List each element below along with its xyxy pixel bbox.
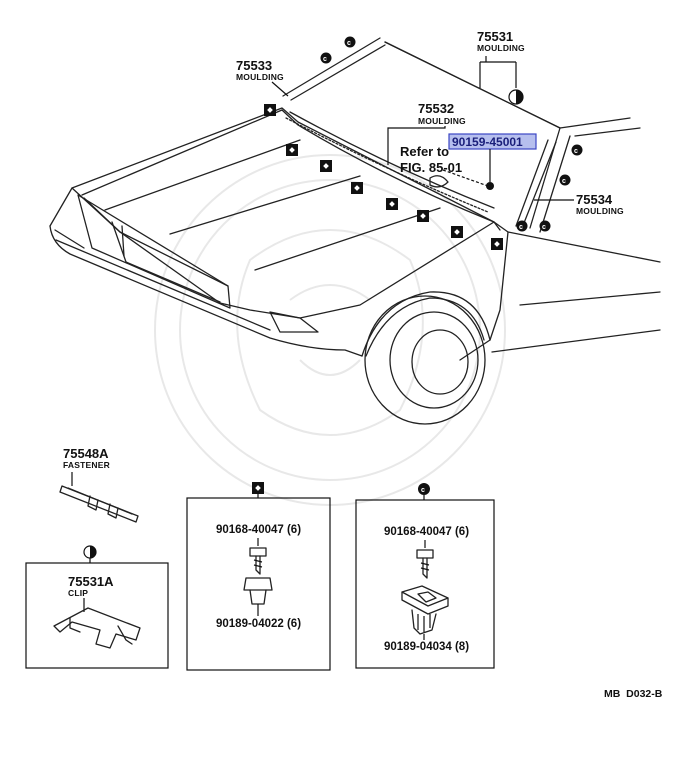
c-icon (418, 483, 430, 495)
nut-drawing (243, 577, 273, 616)
svg-text:c: c (519, 224, 523, 231)
clip-drawing (53, 598, 141, 649)
fastener-drawing (59, 472, 139, 523)
svg-text:c: c (323, 56, 327, 63)
box-c: c (355, 483, 495, 669)
part-name-75531a: CLIP (68, 588, 88, 598)
screw-drawing (249, 538, 267, 575)
callout-75532[interactable]: 75532 MOULDING (418, 101, 466, 126)
reference-line-2[interactable]: FIG. 85-01 (400, 160, 462, 175)
box-diamond (186, 482, 331, 671)
part-number-75532[interactable]: 75532 (418, 101, 454, 116)
callout-75533[interactable]: 75533 MOULDING (236, 58, 284, 82)
leader-75531 (479, 56, 517, 88)
highlighted-part-90159-45001[interactable]: 90159-45001 (448, 133, 537, 150)
part-number-75531a[interactable]: 75531A (68, 574, 114, 589)
callout-75548a[interactable]: 75548A FASTENER (63, 446, 110, 470)
svg-text:c: c (347, 40, 351, 47)
part-name-75533: MOULDING (236, 72, 284, 82)
svg-text:c: c (574, 148, 578, 155)
part-name-75531: MOULDING (477, 43, 525, 53)
part-number-75548a[interactable]: 75548A (63, 446, 109, 461)
marker-half-circle-icon (508, 89, 524, 105)
part-name-75534: MOULDING (576, 206, 624, 216)
box-diamond-screw-label[interactable]: 90168-40047 (6) (216, 524, 301, 536)
screw-drawing-c (416, 540, 434, 579)
watermark-logo (154, 154, 506, 506)
svg-text:c: c (421, 487, 425, 494)
marker-c-icon: c c c c c c (320, 36, 583, 232)
box-c-screw-label[interactable]: 90168-40047 (6) (384, 526, 469, 538)
car-body-drawing (49, 37, 661, 425)
part-name-75548a: FASTENER (63, 460, 110, 470)
part-number-75531[interactable]: 75531 (477, 29, 513, 44)
callout-75534[interactable]: 75534 MOULDING (576, 192, 624, 216)
leader-75532 (387, 126, 446, 165)
svg-text:c: c (562, 178, 566, 185)
box-c-nut-label[interactable]: 90189-04034 (8) (384, 641, 469, 653)
part-number-75533[interactable]: 75533 (236, 58, 272, 73)
reference-line-1: Refer to (400, 144, 449, 159)
part-number-75534[interactable]: 75534 (576, 192, 613, 207)
part-name-75532: MOULDING (418, 116, 466, 126)
part-number-90159-45001[interactable]: 90159-45001 (452, 135, 523, 149)
grommet-drawing (401, 585, 449, 640)
box-diamond-nut-label[interactable]: 90189-04022 (6) (216, 618, 301, 630)
callout-75531[interactable]: 75531 MOULDING (477, 29, 525, 53)
leader-75533 (271, 81, 289, 97)
highlight-box (448, 133, 537, 150)
callout-75531a[interactable]: 75531A CLIP (68, 574, 114, 598)
svg-text:c: c (542, 224, 546, 231)
clip-box (25, 545, 169, 669)
marker-diamond-icon (264, 104, 503, 250)
diagram-code: MB D032-B (604, 688, 663, 700)
